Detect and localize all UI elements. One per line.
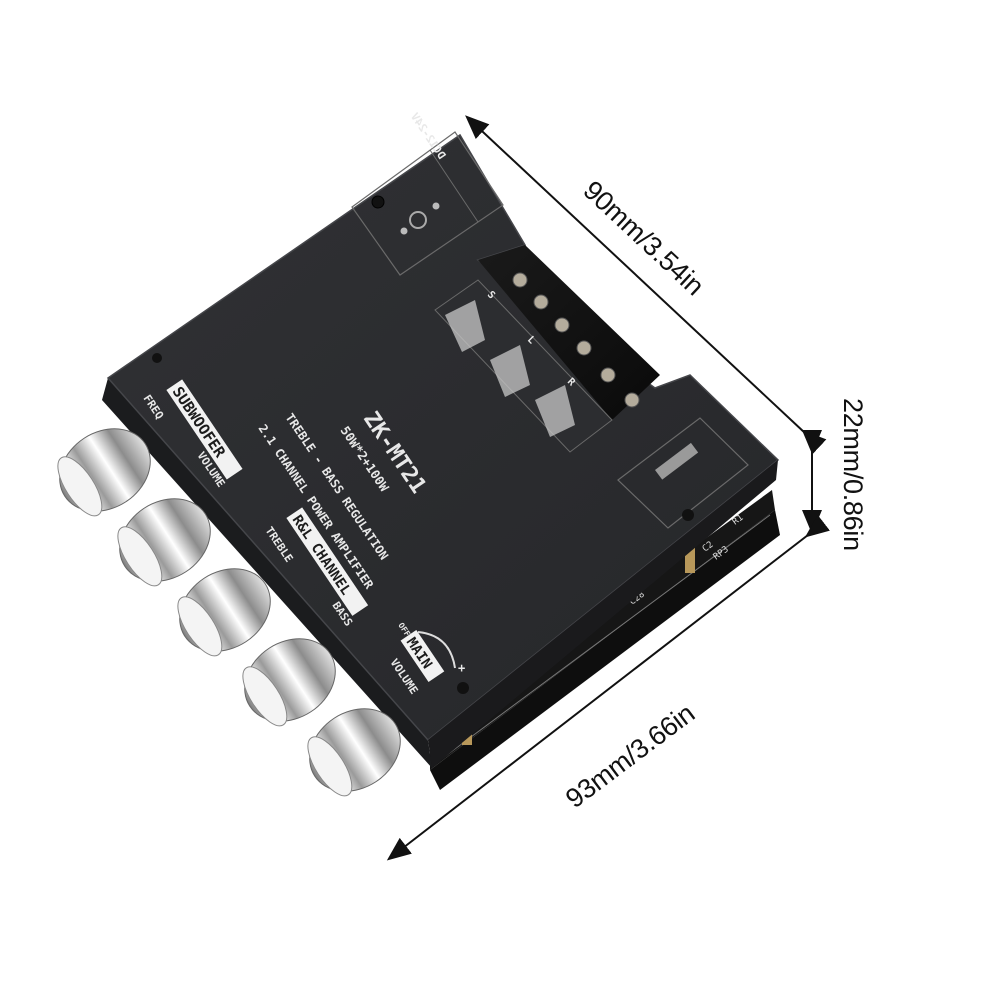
input-voltage-label: DC12-24V (408, 110, 449, 162)
screw-icon (152, 353, 162, 363)
dimension-arrows (386, 115, 830, 861)
screw-icon (682, 509, 694, 521)
height-dimension-label: 22mm/0.86in (838, 398, 868, 551)
screw-icon (371, 195, 385, 209)
volume-plus-label: + (458, 661, 465, 675)
knob-treble[interactable] (164, 552, 286, 668)
screw-icon (457, 682, 469, 694)
knob-subwoofer-volume[interactable] (104, 482, 226, 598)
dc-jack-icon (409, 211, 427, 229)
knob-freq[interactable] (44, 412, 166, 528)
length-arrow (465, 115, 827, 454)
width-arrow (386, 514, 830, 861)
knob-bass[interactable] (229, 622, 351, 738)
